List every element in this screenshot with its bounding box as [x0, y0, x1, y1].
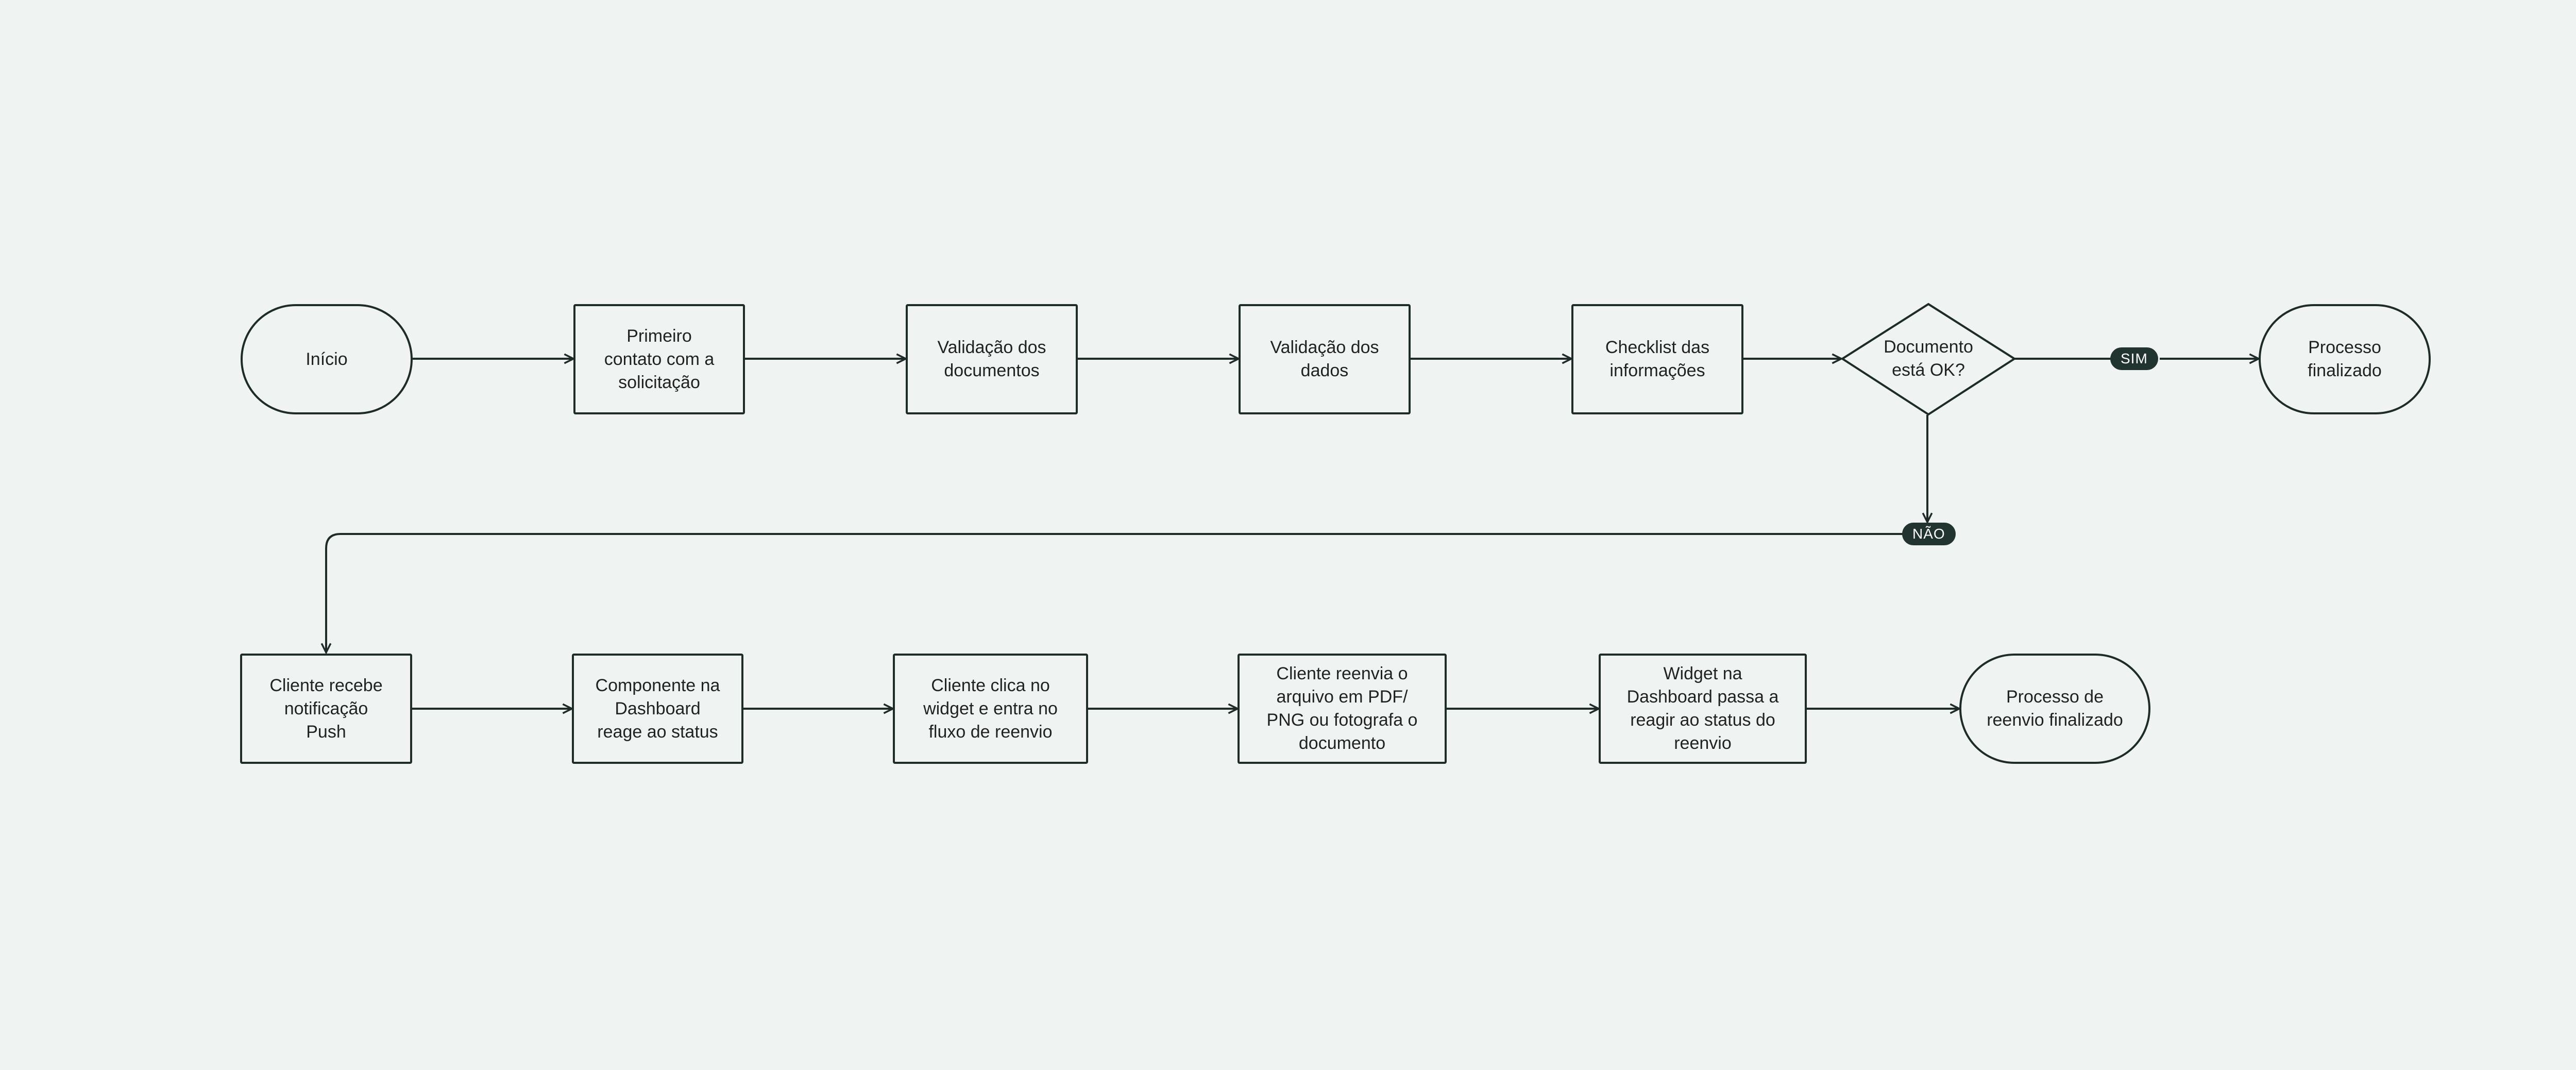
cliente-reenvia-label: Cliente reenvia o arquivo em PDF/ PNG ou… — [1266, 664, 1418, 753]
arrow-nao-cliente-recebe — [326, 533, 1903, 653]
decision-label: Documento está OK? — [1884, 337, 1973, 380]
process-componente: Componente na Dashboard reage ao status — [572, 654, 743, 764]
process-widget: Widget na Dashboard passa a reagir ao st… — [1599, 654, 1807, 764]
process-primeiro-contato: Primeiro contato com a solicitação — [573, 304, 745, 414]
processo-finalizado-label: Processo finalizado — [2308, 338, 2382, 380]
reenvio-finalizado-label: Processo de reenvio finalizado — [1987, 687, 2123, 730]
process-validacao-dados: Validação dos dados — [1239, 304, 1411, 414]
cliente-clica-label: Cliente clica no widget e entra no fluxo… — [923, 675, 1058, 742]
checklist-label: Checklist das informações — [1605, 338, 1710, 380]
end-processo-finalizado: Processo finalizado — [2259, 304, 2431, 414]
process-cliente-recebe: Cliente recebe notificação Push — [240, 654, 412, 764]
no-branch-tag: NÃO — [1902, 523, 1956, 545]
widget-label: Widget na Dashboard passa a reagir ao st… — [1626, 664, 1779, 753]
decision-text: Documento está OK? — [1855, 330, 2002, 388]
primeiro-contato-label: Primeiro contato com a solicitação — [604, 326, 715, 392]
validacao-documentos-label: Validação dos documentos — [937, 338, 1046, 380]
process-cliente-reenvia: Cliente reenvia o arquivo em PDF/ PNG ou… — [1238, 654, 1447, 764]
end-reenvio-finalizado: Processo de reenvio finalizado — [1959, 654, 2150, 764]
process-validacao-documentos: Validação dos documentos — [906, 304, 1078, 414]
yes-branch-tag: SIM — [2110, 347, 2158, 370]
cliente-recebe-label: Cliente recebe notificação Push — [269, 675, 383, 742]
decision-diamond — [1840, 303, 2016, 416]
process-checklist: Checklist das informações — [1571, 304, 1743, 414]
validacao-dados-label: Validação dos dados — [1270, 338, 1379, 380]
start-label: Início — [306, 349, 348, 369]
componente-label: Componente na Dashboard reage ao status — [595, 675, 720, 742]
process-cliente-clica: Cliente clica no widget e entra no fluxo… — [893, 654, 1088, 764]
start-terminal: Início — [241, 304, 413, 414]
